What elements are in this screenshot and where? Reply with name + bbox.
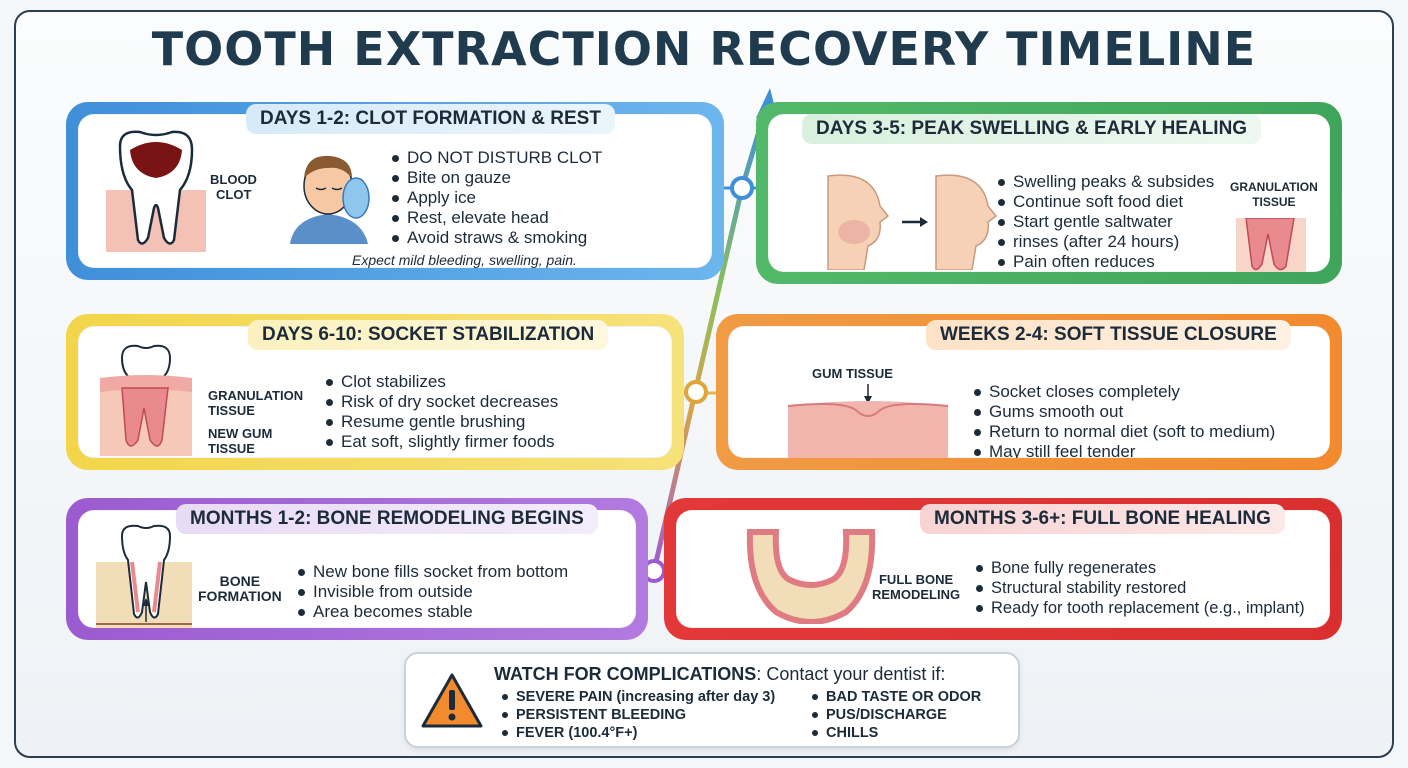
list-item: Risk of dry socket decreases — [326, 392, 558, 412]
list-item: Start gentle saltwater — [998, 212, 1214, 232]
list-item: PUS/DISCHARGE — [812, 706, 981, 724]
stage-6-list: Bone fully regenerates Structural stabil… — [976, 558, 1305, 618]
list-item: BAD TASTE OR ODOR — [812, 688, 981, 706]
warning-list-left: SEVERE PAIN (increasing after day 3) PER… — [502, 688, 775, 742]
list-item: Bone fully regenerates — [976, 558, 1305, 578]
stage-3-heading: DAYS 6-10: SOCKET STABILIZATION — [248, 320, 609, 350]
warning-title: WATCH FOR COMPLICATIONS: Contact your de… — [494, 664, 946, 684]
list-item: Apply ice — [392, 188, 602, 208]
list-item: Gums smooth out — [974, 402, 1275, 422]
list-item: Avoid straws & smoking — [392, 228, 602, 248]
list-item: Return to normal diet (soft to medium) — [974, 422, 1275, 442]
warning-list-right: BAD TASTE OR ODOR PUS/DISCHARGE CHILLS — [812, 688, 981, 742]
closed-gum-icon — [788, 384, 948, 458]
stage-5-list: New bone fills socket from bottom Invisi… — [298, 562, 568, 622]
list-item: Ready for tooth replacement (e.g., impla… — [976, 598, 1305, 618]
list-item: Bite on gauze — [392, 168, 602, 188]
blood-clot-tooth-icon — [106, 130, 206, 252]
stage-card-days-3-5: Swelling peaks & subsides Continue soft … — [756, 102, 1342, 284]
stage-2-heading: DAYS 3-5: PEAK SWELLING & EARLY HEALING — [802, 114, 1262, 144]
page-title: TOOTH EXTRACTION RECOVERY TIMELINE — [151, 22, 1257, 76]
stage-card-weeks-2-4: GUM TISSUE Socket closes completely Gums… — [716, 314, 1342, 470]
list-item: Resume gentle brushing — [326, 412, 558, 432]
bone-formation-tooth-icon — [96, 524, 192, 628]
healing-socket-tooth-icon — [100, 344, 192, 456]
list-item: rinses (after 24 hours) — [998, 232, 1214, 252]
list-item: Continue soft food diet — [998, 192, 1214, 212]
list-item: Invisible from outside — [298, 582, 568, 602]
patient-ice-pack-icon — [290, 155, 370, 244]
list-item: Pain often reduces — [998, 252, 1214, 272]
list-item: DO NOT DISTURB CLOT — [392, 148, 602, 168]
stage-2-list: Swelling peaks & subsides Continue soft … — [998, 172, 1214, 272]
gum-tissue-label: GUM TISSUE — [812, 366, 893, 381]
granulation-gum-icon — [1236, 218, 1306, 272]
stage-1-heading: DAYS 1-2: CLOT FORMATION & REST — [246, 104, 615, 134]
stage-5-heading: MONTHS 1-2: BONE REMODELING BEGINS — [176, 504, 598, 534]
complications-warning-box: WATCH FOR COMPLICATIONS: Contact your de… — [404, 652, 1020, 748]
list-item: SEVERE PAIN (increasing after day 3) — [502, 688, 775, 706]
list-item: Area becomes stable — [298, 602, 568, 622]
list-item: Eat soft, slightly firmer foods — [326, 432, 558, 452]
list-item: Swelling peaks & subsides — [998, 172, 1214, 192]
list-item: Socket closes completely — [974, 382, 1275, 402]
jawbone-icon — [746, 529, 876, 624]
stage-1-note: Expect mild bleeding, swelling, pain. — [352, 252, 577, 268]
warning-icon — [421, 673, 483, 728]
stage-4-heading: WEEKS 2-4: SOFT TISSUE CLOSURE — [926, 320, 1291, 350]
list-item: Rest, elevate head — [392, 208, 602, 228]
list-item: Clot stabilizes — [326, 372, 558, 392]
timeline-node-2 — [684, 380, 708, 404]
list-item: Structural stability restored — [976, 578, 1305, 598]
list-item: May still feel tender — [974, 442, 1275, 458]
stage-1-list: DO NOT DISTURB CLOT Bite on gauze Apply … — [392, 148, 602, 248]
list-item: FEVER (100.4°F+) — [502, 724, 775, 742]
list-item: New bone fills socket from bottom — [298, 562, 568, 582]
list-item: PERSISTENT BLEEDING — [502, 706, 775, 724]
timeline-node-1 — [730, 176, 754, 200]
stage-6-heading: MONTHS 3-6+: FULL BONE HEALING — [920, 504, 1285, 534]
stage-4-list: Socket closes completely Gums smooth out… — [974, 382, 1275, 458]
list-item: CHILLS — [812, 724, 981, 742]
stage-3-list: Clot stabilizes Risk of dry socket decre… — [326, 372, 558, 452]
face-swelling-icon — [827, 174, 998, 270]
